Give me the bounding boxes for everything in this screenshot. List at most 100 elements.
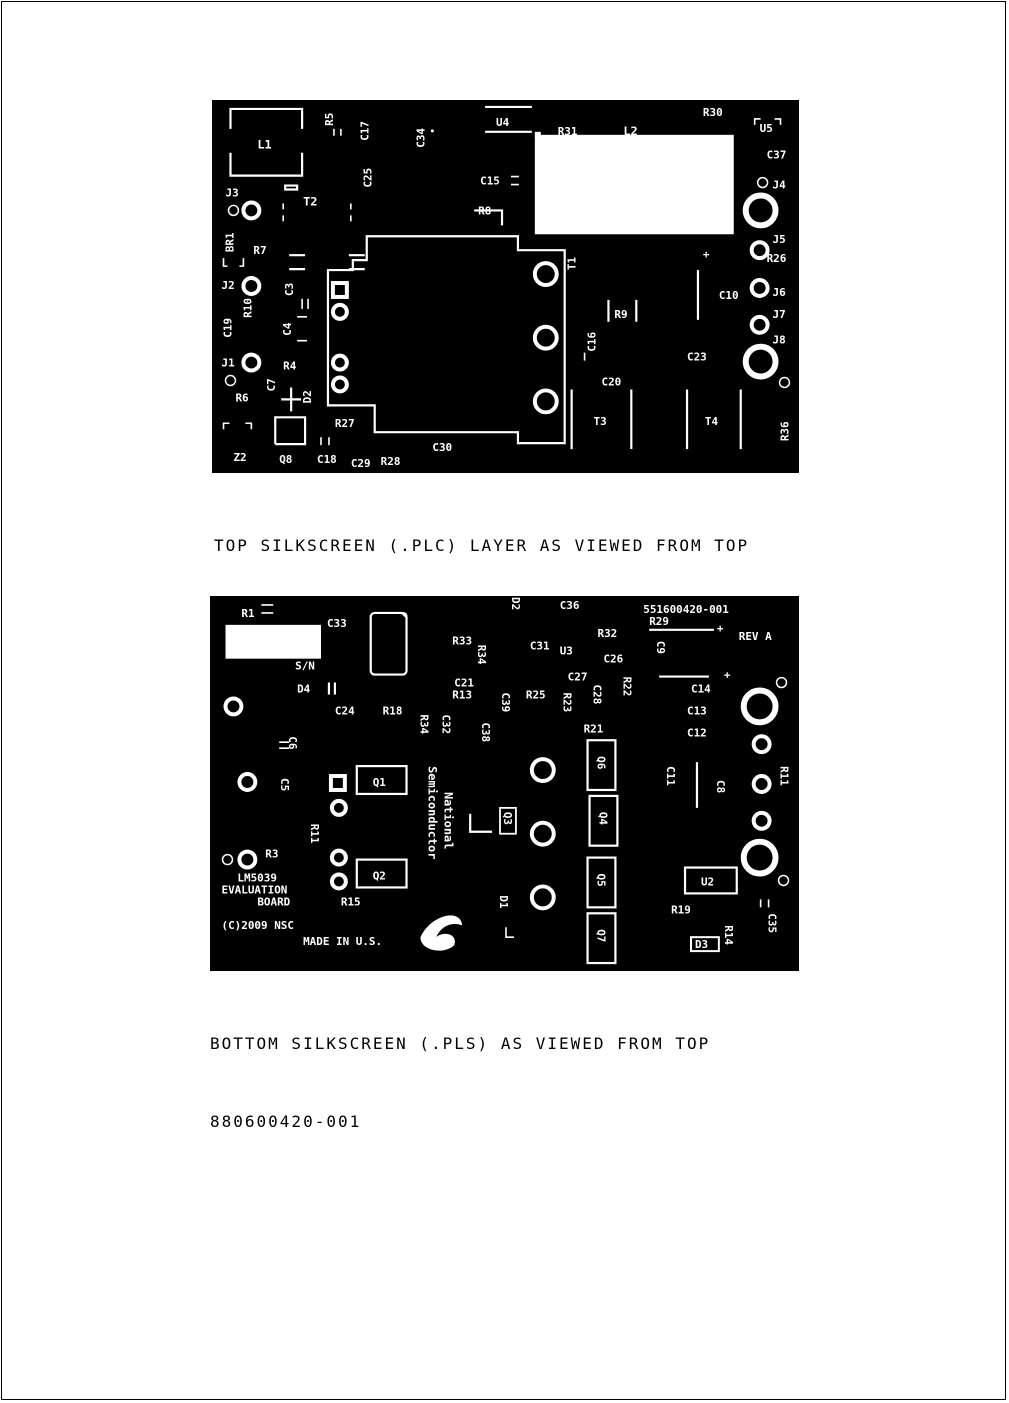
label-c34: C34 bbox=[414, 128, 427, 148]
label-r6: R6 bbox=[235, 391, 248, 404]
nsc-logo-icon bbox=[420, 915, 463, 951]
plus-icon-top-right bbox=[775, 676, 788, 689]
u2-outline bbox=[683, 866, 738, 895]
label-r13: R13 bbox=[452, 688, 472, 701]
label-c21: C21 bbox=[454, 677, 474, 690]
label-br1: BR1 bbox=[223, 232, 236, 252]
label-j8: J8 bbox=[773, 334, 786, 347]
label-r14: R14 bbox=[722, 925, 735, 945]
label-r15: R15 bbox=[341, 895, 361, 908]
label-copyright: (C)2009 NSC bbox=[222, 919, 294, 932]
label-c14: C14 bbox=[691, 682, 711, 695]
t1-pad-3 bbox=[532, 388, 559, 415]
t1-outline bbox=[326, 235, 566, 445]
q1-outline bbox=[355, 764, 408, 796]
label-c39-left: C39 bbox=[499, 692, 512, 712]
j8-pad bbox=[742, 343, 779, 380]
label-c26: C26 bbox=[603, 653, 623, 666]
t1-pad-5 bbox=[330, 353, 349, 372]
label-u4: U4 bbox=[496, 116, 510, 129]
r9-outline bbox=[607, 299, 638, 322]
j4-plus-icon bbox=[756, 176, 769, 189]
q7-outline bbox=[586, 912, 617, 965]
q2-outline bbox=[355, 858, 408, 889]
c14-plus: + bbox=[724, 669, 731, 682]
j5-pad bbox=[749, 240, 770, 261]
label-c36: C36 bbox=[560, 599, 580, 612]
label-r9: R9 bbox=[614, 308, 627, 321]
t2-bottom-bars bbox=[289, 254, 365, 271]
label-c6: C6 bbox=[286, 736, 299, 749]
r5-marks bbox=[333, 128, 342, 136]
label-c23: C23 bbox=[687, 351, 707, 364]
label-d2: D2 bbox=[301, 390, 314, 403]
r1-marks bbox=[261, 604, 274, 614]
label-j6: J6 bbox=[773, 286, 786, 299]
label-c8: C8 bbox=[714, 780, 727, 793]
t1-pad-sq bbox=[330, 281, 349, 299]
label-d4: D4 bbox=[297, 682, 311, 695]
label-r18: R18 bbox=[383, 704, 403, 717]
big-pad-bottom-right bbox=[740, 838, 779, 877]
label-r34-bottom: R34 bbox=[417, 714, 430, 734]
top-plus-sign: + bbox=[703, 248, 710, 261]
c35-marks bbox=[759, 899, 770, 908]
label-r19: R19 bbox=[671, 903, 691, 916]
label-c17: C17 bbox=[359, 121, 372, 141]
label-r31: R31 bbox=[558, 125, 578, 138]
j6-pad bbox=[749, 278, 770, 298]
label-r8: R8 bbox=[478, 204, 491, 217]
negative-input-pad bbox=[237, 849, 258, 870]
pad-mid-3 bbox=[329, 872, 348, 891]
label-c20: C20 bbox=[601, 375, 621, 388]
bottom-caption: BOTTOM SILKSCREEN (.PLS) AS VIEWED FROM … bbox=[210, 979, 710, 1161]
q3-bracket bbox=[469, 813, 493, 833]
q8-outline bbox=[274, 416, 307, 446]
bottom-caption-title: BOTTOM SILKSCREEN (.PLS) AS VIEWED FROM … bbox=[210, 1034, 711, 1053]
label-r1: R1 bbox=[241, 607, 255, 620]
label-c31: C31 bbox=[530, 640, 550, 653]
label-q2: Q2 bbox=[373, 869, 386, 882]
j4-pad bbox=[742, 192, 779, 229]
label-r10: R10 bbox=[241, 298, 254, 318]
t2-marks bbox=[282, 203, 352, 222]
label-r11-right: R11 bbox=[778, 766, 791, 786]
label-sn: S/N bbox=[295, 660, 315, 673]
c6-marks bbox=[279, 741, 290, 749]
q6-outline bbox=[586, 739, 617, 792]
label-l2: L2 bbox=[623, 124, 637, 138]
label-c33: C33 bbox=[327, 617, 347, 630]
label-t3: T3 bbox=[594, 415, 607, 428]
j2-pad bbox=[241, 276, 262, 296]
label-r7: R7 bbox=[253, 244, 266, 257]
pad-left-2 bbox=[237, 772, 258, 792]
t1-pad-2 bbox=[532, 324, 559, 351]
label-national: National bbox=[441, 792, 455, 849]
top-silkscreen-diagram: L1 R5 C17 C34 C25 U4 R31 L2 R30 U5 C37 C… bbox=[221, 105, 791, 470]
t2-top-bar bbox=[284, 184, 299, 191]
label-d3: D3 bbox=[695, 938, 708, 951]
t1-pad-4 bbox=[330, 302, 349, 321]
pad-right-2 bbox=[751, 734, 772, 755]
label-u3: U3 bbox=[560, 645, 573, 658]
label-c4: C4 bbox=[281, 322, 294, 336]
label-r29: R29 bbox=[649, 615, 669, 628]
label-c27: C27 bbox=[568, 671, 588, 684]
label-rev: REV A bbox=[739, 630, 772, 643]
t1-pad-6 bbox=[330, 375, 349, 394]
bottom-caption-part-number: 880600420-001 bbox=[210, 1112, 362, 1131]
label-j4: J4 bbox=[773, 179, 787, 192]
pad-center-3 bbox=[529, 884, 556, 911]
label-j3: J3 bbox=[226, 186, 239, 199]
l2-pin1 bbox=[534, 131, 541, 138]
label-d1: D1 bbox=[497, 895, 510, 909]
label-c30: C30 bbox=[432, 441, 452, 454]
label-c12: C12 bbox=[687, 726, 707, 739]
ic-outline bbox=[369, 611, 408, 676]
q1-pad-sq bbox=[328, 774, 347, 792]
label-r33: R33 bbox=[452, 635, 472, 648]
label-t2: T2 bbox=[303, 194, 317, 208]
label-r32: R32 bbox=[598, 627, 618, 640]
pad-center-1 bbox=[529, 757, 556, 784]
minus-icon-left bbox=[221, 853, 234, 866]
